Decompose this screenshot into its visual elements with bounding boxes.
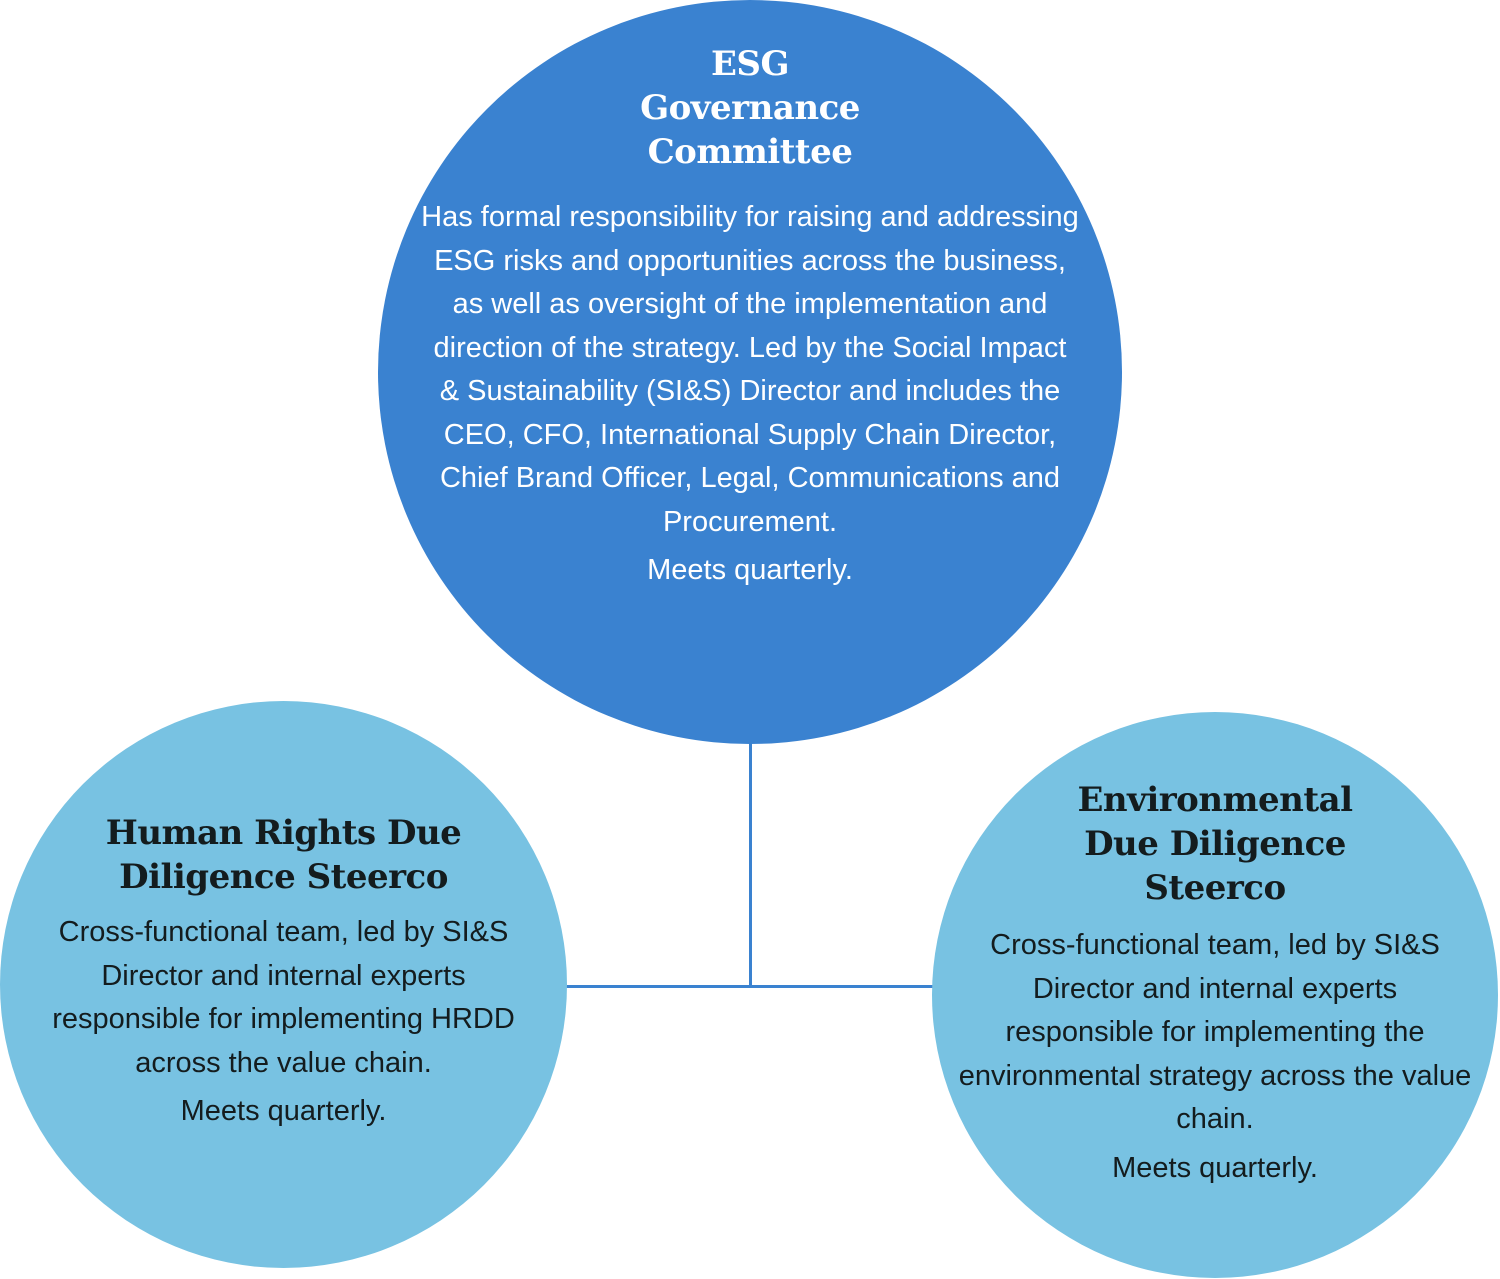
title-line: ESG bbox=[710, 44, 790, 84]
title-line: Environmental bbox=[1077, 780, 1353, 820]
node-description: Has formal responsibility for raising an… bbox=[421, 201, 1079, 538]
node-title: ESG Governance Committee bbox=[600, 42, 900, 174]
environmental-steerco-node: Environmental Due Diligence Steerco Cros… bbox=[932, 712, 1498, 1278]
title-line: Committee bbox=[647, 132, 853, 172]
connector-vertical bbox=[749, 740, 752, 988]
node-title: Environmental Due Diligence Steerco bbox=[1065, 778, 1365, 910]
title-line: Due Diligence bbox=[1084, 824, 1346, 864]
node-description: Cross-functional team, led by SI&S Direc… bbox=[958, 929, 1472, 1135]
esg-governance-committee-node: ESG Governance Committee Has formal resp… bbox=[378, 0, 1122, 744]
node-meeting-frequency: Meets quarterly. bbox=[180, 1095, 387, 1127]
node-meeting-frequency: Meets quarterly. bbox=[1112, 1151, 1318, 1184]
human-rights-steerco-node: Human Rights Due Diligence Steerco Cross… bbox=[0, 701, 567, 1268]
title-line: Steerco bbox=[1144, 868, 1286, 908]
node-description: Cross-functional team, led by SI&S Direc… bbox=[52, 916, 515, 1079]
node-title: Human Rights Due Diligence Steerco bbox=[105, 813, 462, 897]
node-meeting-frequency: Meets quarterly. bbox=[647, 554, 853, 586]
connector-horizontal bbox=[560, 985, 940, 988]
title-line: Governance bbox=[640, 88, 860, 128]
